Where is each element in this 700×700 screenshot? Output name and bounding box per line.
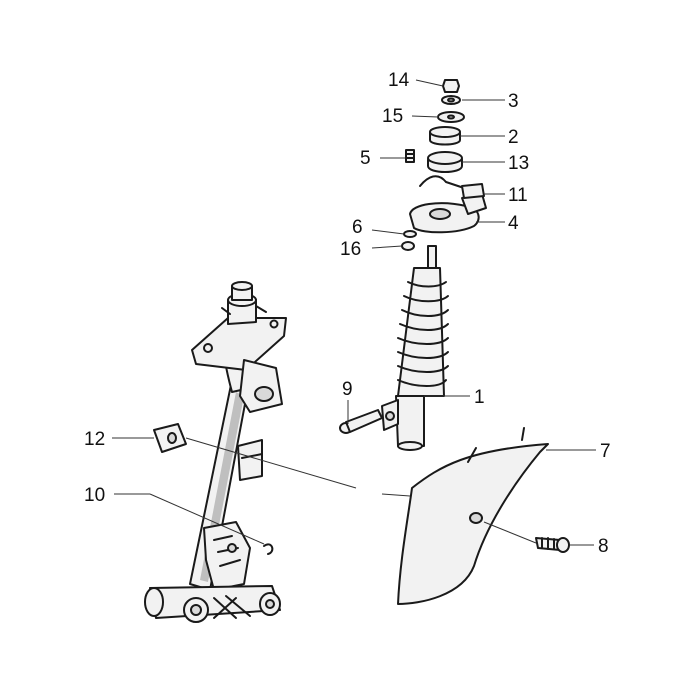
callout-5: 5	[360, 148, 371, 169]
callout-12: 12	[84, 429, 105, 450]
callout-16: 16	[340, 239, 361, 260]
callout-15: 15	[382, 106, 403, 127]
small-hardware	[401, 149, 417, 251]
callout-3: 3	[508, 91, 519, 112]
clip-12	[153, 423, 187, 453]
callout-1: 1	[474, 387, 485, 408]
callout-13: 13	[508, 153, 529, 174]
callout-10: 10	[84, 485, 105, 506]
fender-shield	[397, 427, 549, 605]
callout-2: 2	[508, 127, 519, 148]
top-stack	[427, 79, 465, 173]
callout-7: 7	[600, 441, 611, 462]
screw-8	[535, 537, 570, 553]
bolt-9	[339, 409, 383, 434]
callout-8: 8	[598, 536, 609, 557]
callout-9: 9	[342, 379, 353, 400]
upper-mount-plate	[409, 193, 487, 234]
callout-4: 4	[508, 213, 519, 234]
leader-lines	[112, 79, 596, 546]
callout-6: 6	[352, 217, 363, 238]
mount-bracket	[419, 175, 485, 199]
steering-fork	[144, 281, 287, 623]
callout-14: 14	[388, 70, 410, 91]
shock-absorber	[381, 245, 449, 451]
callout-labels: 14 3 15 2 5 13 11 4 6 16 1 9 7 8 12 10	[84, 70, 611, 557]
callout-11: 11	[508, 185, 528, 206]
